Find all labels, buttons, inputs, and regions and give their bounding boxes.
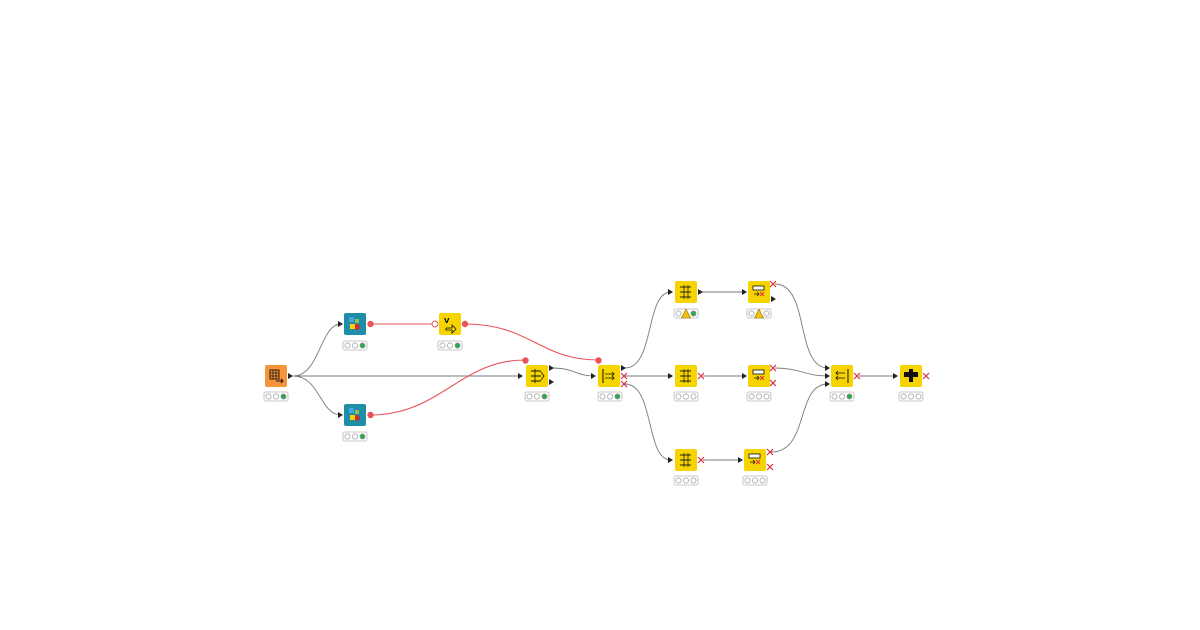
node-body[interactable] [748,365,770,387]
table-create-icon [269,369,284,384]
node-output[interactable] [893,365,930,402]
input-port[interactable] [742,289,747,295]
node-row-splitter[interactable] [518,357,554,402]
node-case-switch[interactable] [591,357,628,402]
warning-icon [681,308,691,319]
node-case-end[interactable] [825,365,861,402]
inactive-port-x-icon [853,372,861,380]
connection-variable-to-switch[interactable] [464,323,599,361]
node-column-filter-top[interactable] [742,280,777,319]
input-port[interactable] [738,457,743,463]
node-filter-bottom[interactable] [668,449,705,486]
connection-switch-to-filter-bottom[interactable] [624,383,672,461]
connection-colfilter-mid-to-case-end[interactable] [774,367,829,377]
node-body[interactable] [831,365,853,387]
row-filter-icon [680,453,691,467]
node-loop-start-top[interactable] [338,313,374,351]
input-port-2[interactable] [825,373,830,379]
inactive-port-x-icon [697,456,705,464]
input-port[interactable] [338,412,343,418]
status-lights [342,340,368,351]
node-column-filter-mid[interactable] [742,364,777,402]
svg-text:V: V [444,317,450,325]
inactive-port-x-icon [769,364,777,387]
output-port[interactable] [288,373,293,379]
status-lights [673,475,699,486]
output-port-1[interactable] [621,365,626,371]
input-port-1[interactable] [825,365,830,371]
status-lights [742,475,768,486]
connection-source-to-loop-top[interactable] [292,323,342,377]
connection-colfilter-top-to-case-end[interactable] [774,283,829,369]
input-port[interactable] [668,373,673,379]
input-port[interactable] [518,373,523,379]
input-port[interactable] [668,289,673,295]
node-variable[interactable]: V [431,313,469,351]
status-lights [437,340,463,351]
inactive-port-x-icon [922,372,930,380]
case-switch-icon [602,369,615,383]
row-filter-icon [680,285,691,299]
status-lights [673,391,699,402]
connection-loop-bottom-to-splitter[interactable] [370,359,526,416]
input-port[interactable] [893,373,898,379]
variable-loop-icon [349,408,360,421]
variable-arrow-icon: V [444,317,457,334]
node-loop-start-bottom[interactable] [338,404,374,442]
node-body[interactable] [748,281,770,303]
inactive-port-x-icon [769,280,777,288]
node-filter-top[interactable] [668,281,703,319]
status-lights [673,308,699,319]
output-port[interactable] [771,296,776,302]
status-lights [746,391,772,402]
status-lights [746,308,772,319]
node-filter-mid[interactable] [668,365,705,402]
status-lights [597,391,623,402]
pipe-icon [904,369,918,382]
status-lights [898,391,924,402]
connection-splitter-to-switch[interactable] [551,367,596,377]
connection-colfilter-bottom-to-case-end[interactable] [770,383,829,453]
inactive-port-x-icon [766,448,774,471]
variable-loop-icon [349,317,360,330]
inactive-port-x-icon [620,372,628,388]
variable-input-port[interactable] [595,357,602,364]
column-filter-icon [752,285,765,297]
input-port[interactable] [338,321,343,327]
input-port[interactable] [742,373,747,379]
node-body[interactable] [744,449,766,471]
row-filter-icon [680,369,691,383]
column-filter-icon [752,369,765,381]
variable-output-port[interactable] [367,320,374,328]
input-port[interactable] [591,373,596,379]
variable-output-port[interactable] [461,320,469,328]
status-lights [342,431,368,442]
variable-input-port[interactable] [431,320,439,328]
output-port[interactable] [698,289,703,295]
variable-input-port[interactable] [522,357,529,364]
row-split-icon [531,369,545,383]
case-end-icon [835,369,849,383]
status-lights [263,391,289,402]
status-lights [524,391,550,402]
column-filter-icon [748,453,761,465]
connection-source-to-loop-bottom[interactable] [292,375,342,416]
input-port[interactable] [668,457,673,463]
input-port-3[interactable] [825,381,830,387]
node-table-creator[interactable] [263,365,293,402]
variable-output-port[interactable] [367,411,374,419]
connection-switch-to-filter-top[interactable] [624,291,672,369]
node-column-filter-bottom[interactable] [738,448,774,486]
output-port-top[interactable] [549,365,554,371]
node-body[interactable] [439,313,461,335]
node-body[interactable] [598,365,620,387]
status-lights [829,391,855,402]
connections [292,283,896,461]
output-port-bottom[interactable] [549,379,554,385]
inactive-port-x-icon [697,372,705,380]
warning-icon [754,308,764,319]
